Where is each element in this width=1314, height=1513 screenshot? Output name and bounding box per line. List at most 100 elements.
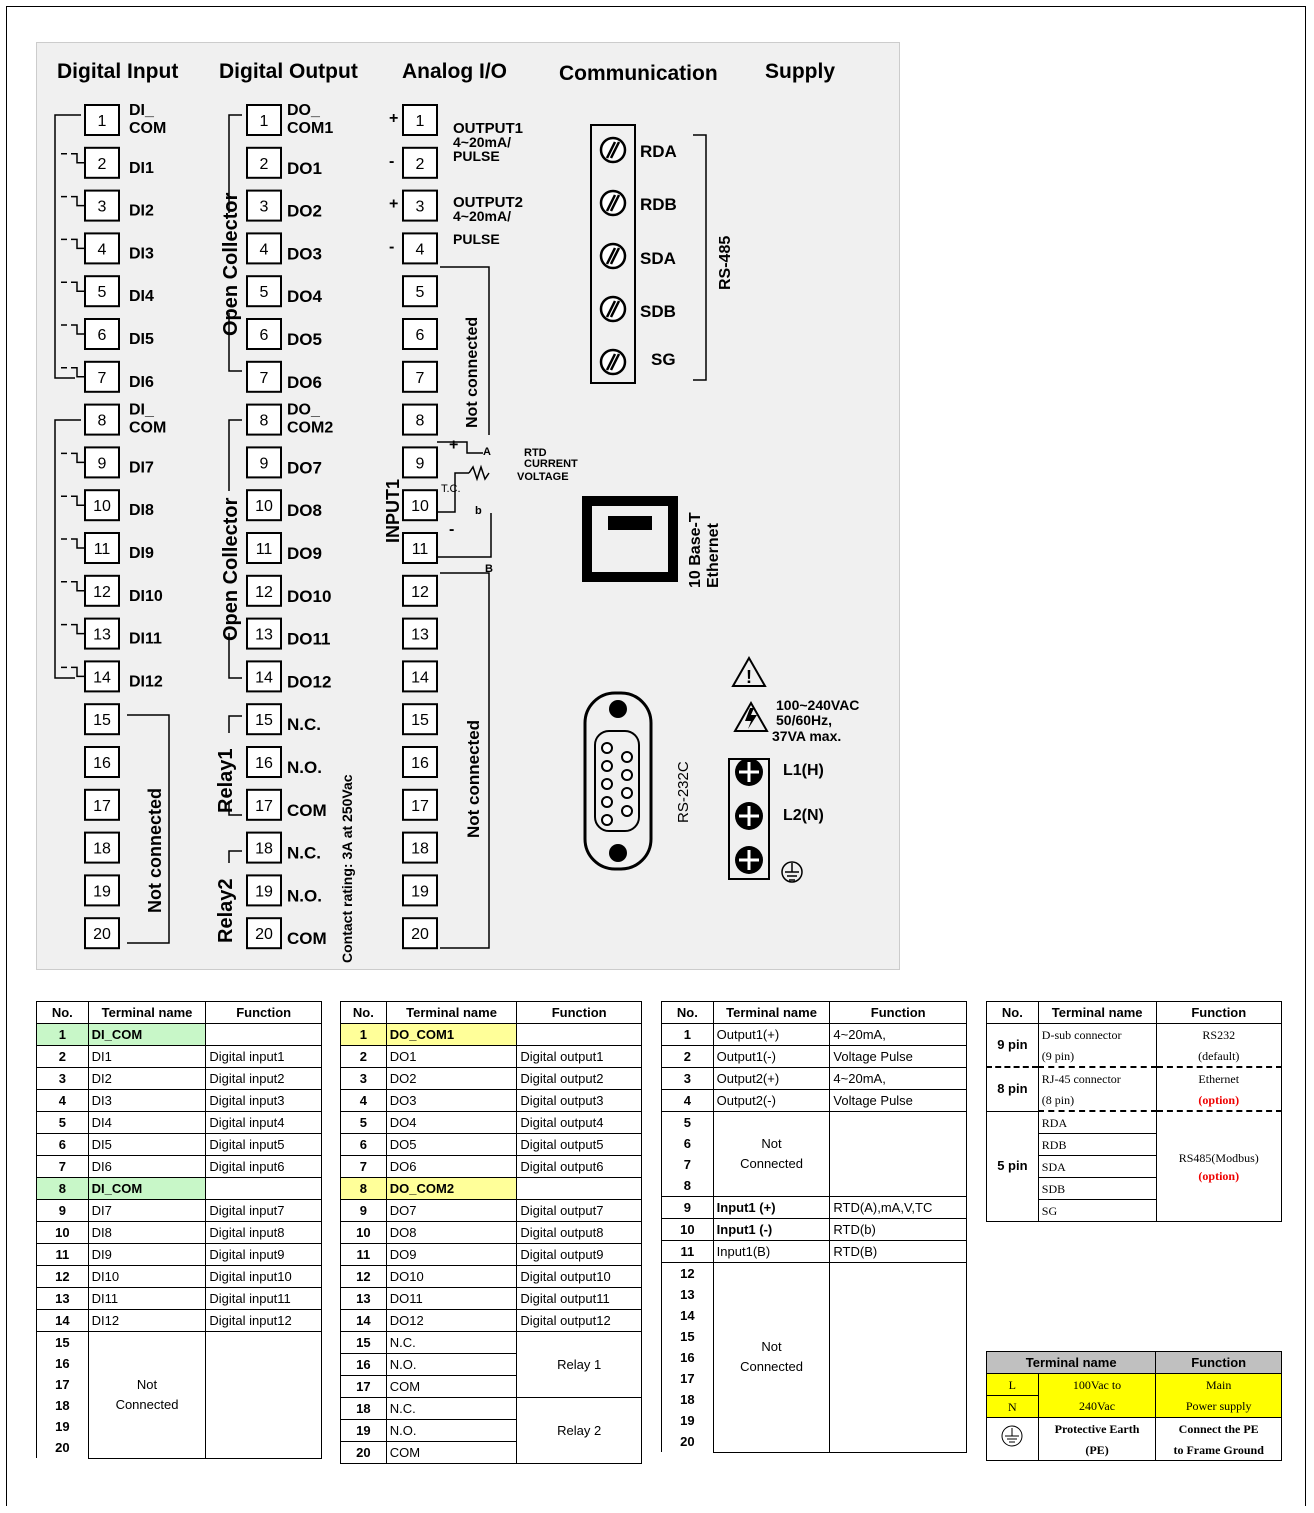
di-switch-lead-6 (61, 324, 85, 335)
t3-no: 3 (661, 1067, 714, 1090)
rs485-screw-icon-4 (599, 295, 627, 323)
rtd-a-label: A (483, 446, 491, 458)
t5-pe-1: Protective Earth (1037, 1417, 1157, 1439)
ai-terminal-number-8: 8 (416, 413, 425, 430)
ai-terminal-number-19: 19 (411, 883, 429, 900)
t1-no: 8 (36, 1177, 89, 1200)
di-terminal-box-4 (84, 232, 120, 265)
t3-no: 20 (661, 1431, 714, 1452)
t3-function: RTD(A),mA,V,TC (829, 1196, 967, 1219)
t3-function: RTD(B) (829, 1240, 967, 1263)
do-label-13: DO11 (287, 630, 330, 649)
do-terminal-box-20 (246, 917, 282, 950)
t5-main-2: Power supply (1155, 1395, 1282, 1418)
ai-terminal-number-18: 18 (411, 841, 429, 858)
output1-line3: PULSE (453, 148, 500, 164)
supply-l2: L2(N) (783, 807, 824, 824)
t1-function (205, 1023, 322, 1046)
di-terminal-number-14: 14 (93, 669, 111, 686)
t1-function: Digital input7 (205, 1199, 322, 1222)
do-terminal-number-12: 12 (255, 584, 273, 601)
t1-terminal: DI7 (87, 1199, 207, 1222)
t3-no: 11 (661, 1240, 714, 1263)
db9-pin-6 (621, 751, 633, 763)
ai-terminal-box-4 (402, 232, 438, 265)
di-label-12: DI10 (129, 588, 163, 605)
ai-terminal-box-7 (402, 360, 438, 393)
t3-terminal: Output1(+) (712, 1023, 831, 1046)
ai-terminal-box-11 (402, 532, 438, 564)
t1-row: 17 (36, 1374, 322, 1395)
do-terminal-number-10: 10 (255, 498, 273, 515)
do-terminal-box-17 (246, 788, 282, 821)
do-terminal-number-14: 14 (255, 669, 273, 686)
ai-terminal-number-17: 17 (411, 798, 429, 815)
open-collector-label-2: Open Collector (220, 497, 242, 641)
t3-row: 19 (661, 1410, 967, 1431)
di-terminal-number-12: 12 (93, 584, 111, 601)
rtd-b-label: B (485, 563, 493, 575)
t1-no: 4 (36, 1089, 89, 1112)
t1-no: 14 (36, 1309, 89, 1332)
di-terminal-box-20 (84, 917, 120, 950)
rs485-screw-icon-5 (599, 348, 627, 376)
t4-pin5: 5 pin (986, 1110, 1039, 1222)
t1-function: Digital input4 (205, 1111, 322, 1134)
tc-label: T.C. (441, 483, 461, 495)
not-connected-di: Not connected (145, 788, 165, 913)
t3-function: RTD(b) (829, 1218, 967, 1241)
di-label-1-a: DI_ (129, 102, 155, 119)
ethernet-label-1: 10 Base-T (687, 512, 704, 588)
di-terminal-number-10: 10 (93, 498, 111, 515)
t2-no: 10 (340, 1221, 387, 1244)
do-label-7: DO6 (287, 373, 322, 392)
t1-terminal: DI1 (87, 1045, 207, 1068)
di-label-5: DI4 (129, 288, 154, 305)
t3-function: 4~20mA, (829, 1023, 967, 1046)
svg-text:!: ! (746, 667, 752, 687)
t4-header-function: Function (1155, 1001, 1283, 1024)
do-terminal-box-14 (246, 660, 282, 693)
t3-row: 16 (661, 1347, 967, 1368)
t1-header-no: No. (36, 1001, 89, 1024)
t2-function (516, 1023, 642, 1046)
output2-line2: 4~20mA/ (453, 208, 511, 224)
t1-terminal: DI_COM (87, 1023, 207, 1046)
t1-function: Digital input3 (205, 1089, 322, 1112)
t1-function: Digital input2 (205, 1067, 322, 1090)
t4-pin8-name-1: RJ-45 connector (1037, 1067, 1157, 1089)
di-terminal-box-8 (84, 403, 120, 436)
t3-no: 13 (661, 1284, 714, 1305)
t1-header-function: Function (205, 1001, 322, 1024)
ai-terminal-number-6: 6 (416, 327, 425, 344)
do-terminal-number-6: 6 (260, 327, 269, 344)
t3-nc-line1: Not (761, 1339, 782, 1355)
di-terminal-box-1 (84, 104, 120, 136)
do-terminal-number-9: 9 (260, 455, 269, 472)
ai-terminal-box-12 (402, 574, 438, 607)
t2-header-terminal: Terminal name (385, 1001, 518, 1024)
t2-terminal: DO5 (385, 1133, 518, 1156)
do-terminal-number-13: 13 (255, 627, 273, 644)
do-terminal-box-19 (246, 874, 282, 907)
t5-pe-2: (PE) (1037, 1439, 1157, 1461)
ai-terminal-number-10: 10 (411, 498, 429, 515)
t4-pin5-sdb: SDB (1037, 1177, 1157, 1200)
t2-terminal: DO8 (385, 1221, 518, 1244)
t2-terminal: DO10 (385, 1265, 518, 1288)
t1-nc-function (205, 1331, 322, 1459)
di-terminal-number-17: 17 (93, 798, 111, 815)
t2-terminal: N.C. (385, 1331, 518, 1354)
t2-function: Digital output11 (516, 1287, 642, 1310)
supply-screw-slot-1 (739, 762, 759, 782)
